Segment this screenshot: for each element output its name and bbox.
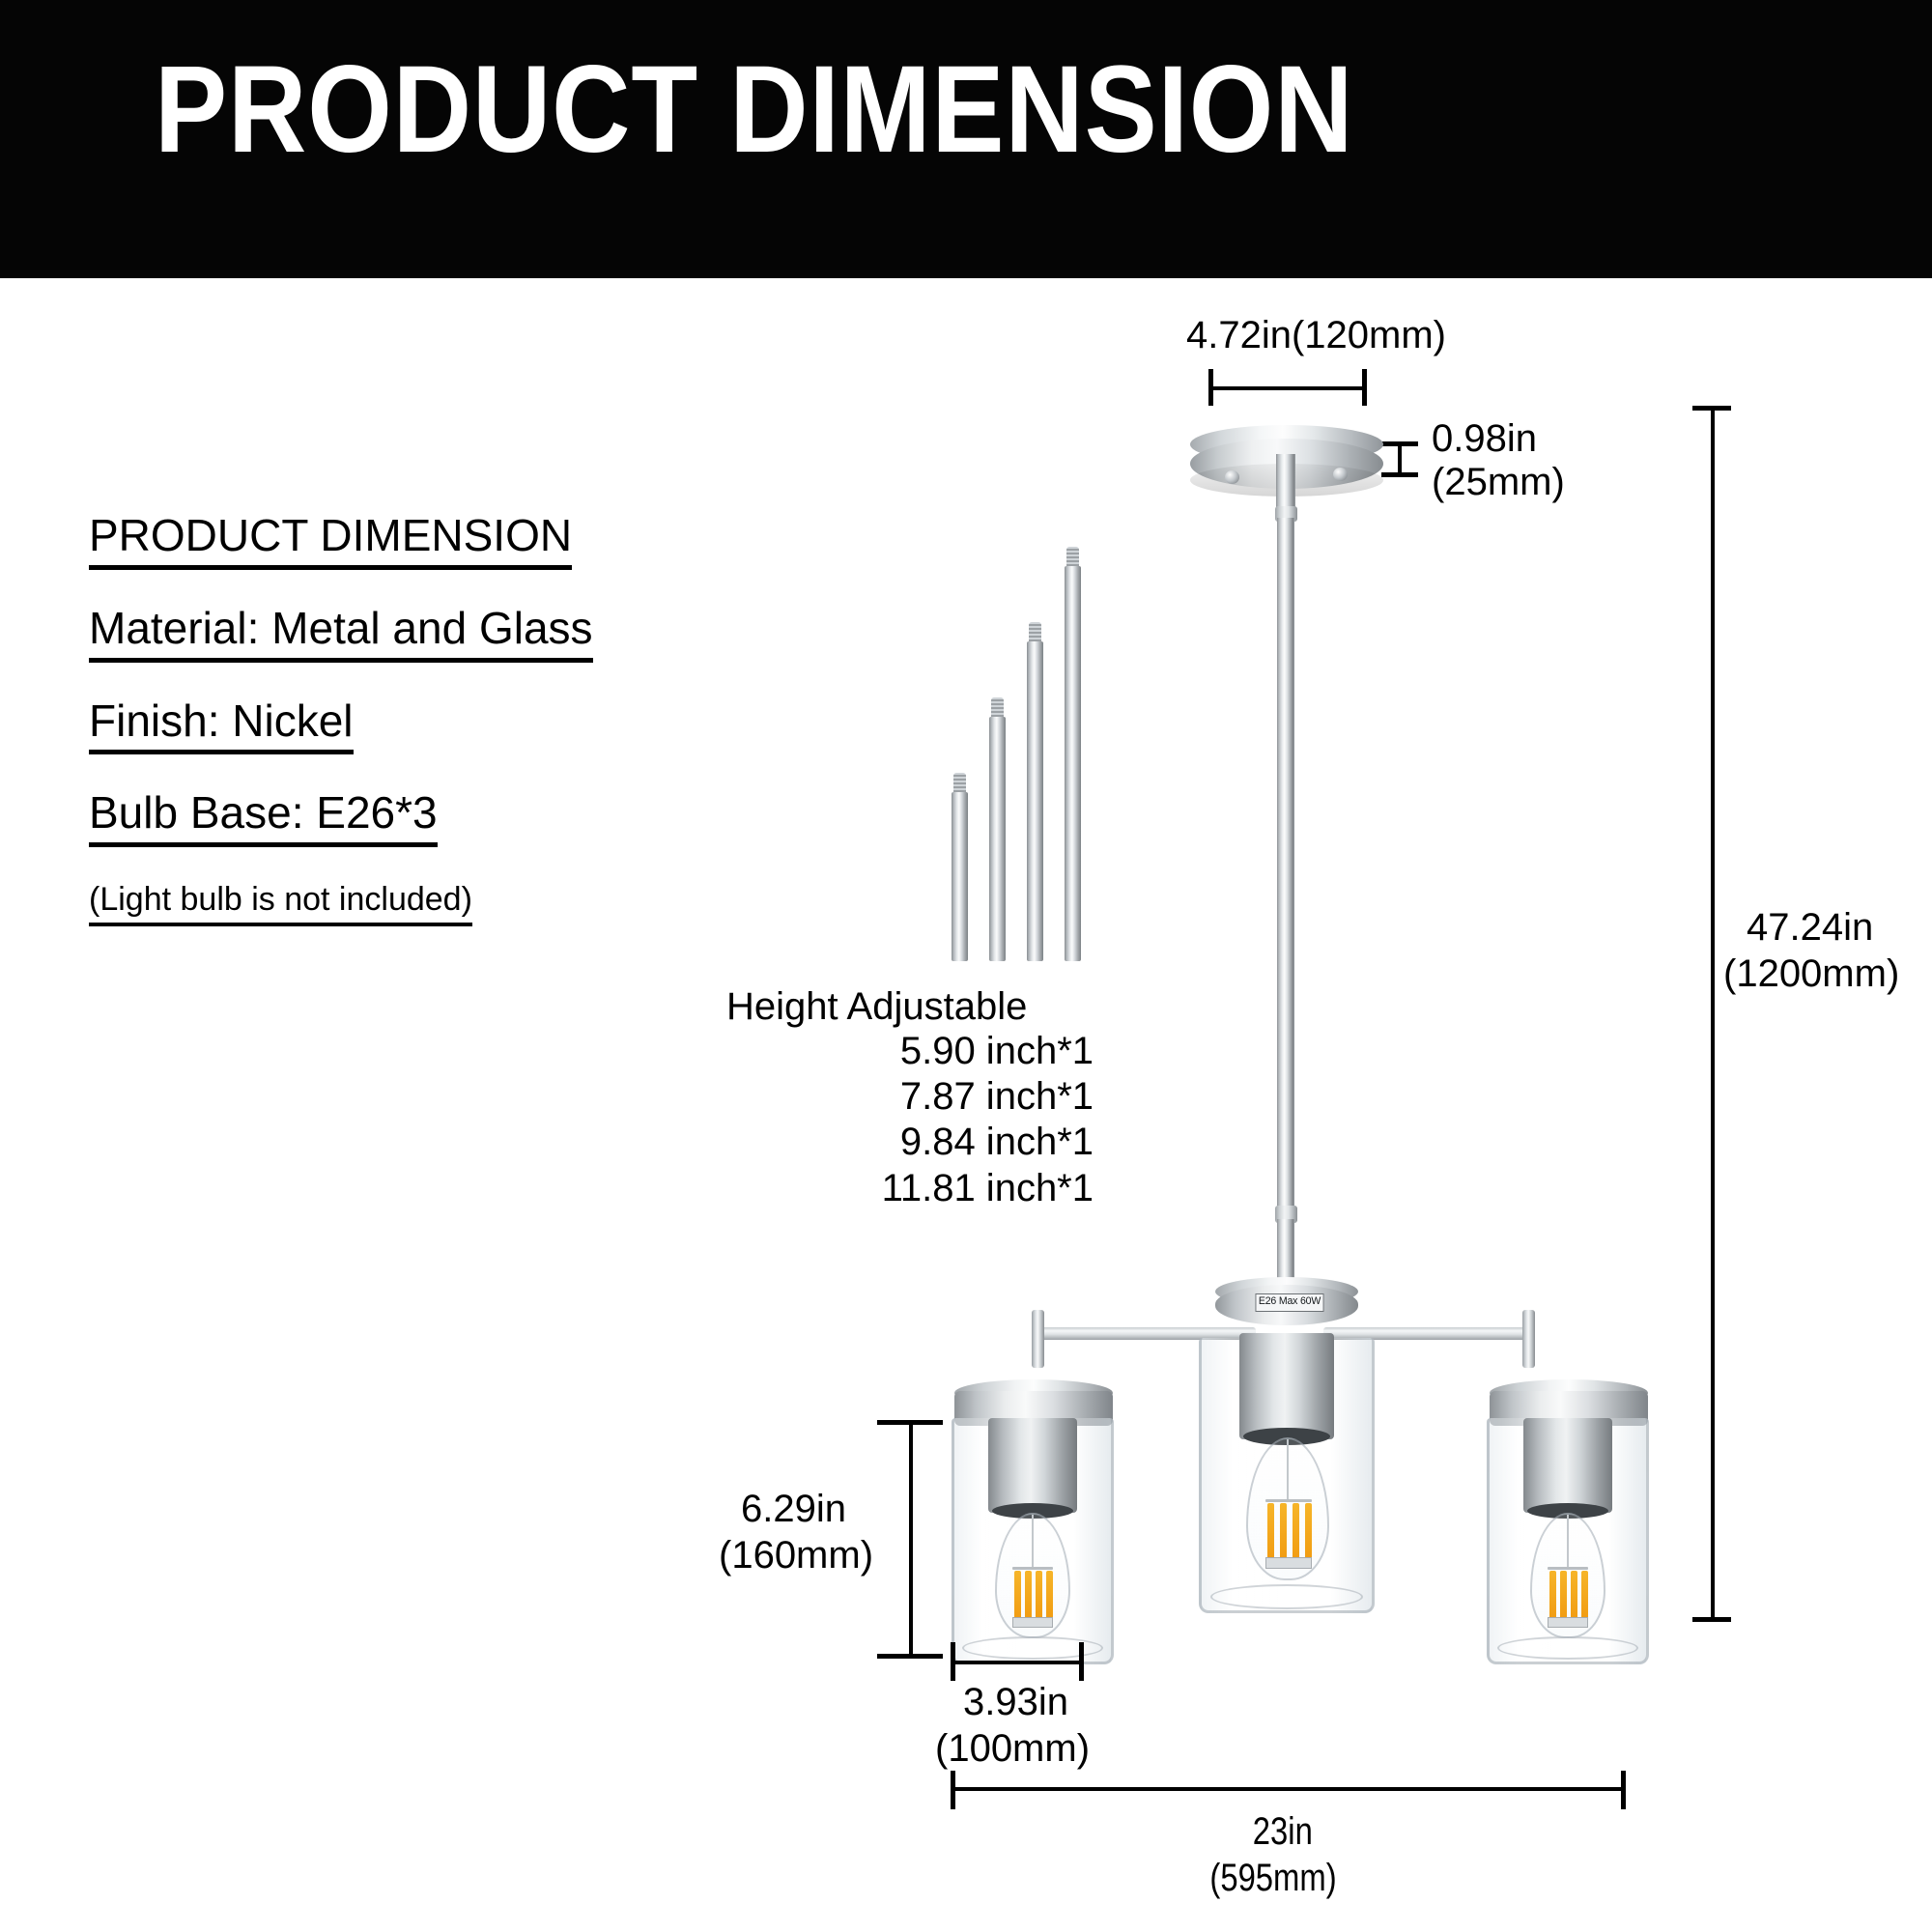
- specification-block: PRODUCT DIMENSION Material: Metal and Gl…: [89, 512, 823, 927]
- bulb-left-filament-2: [1025, 1571, 1032, 1619]
- bulb-left-filament-4: [1046, 1571, 1053, 1619]
- canopy-screw-left: [1225, 470, 1239, 484]
- rod-length-3: 9.84 inch*1: [899, 1121, 1094, 1164]
- overall-height-label-line2: (1200mm): [1723, 952, 1900, 995]
- bulb-right-filament-2: [1560, 1571, 1567, 1619]
- downrod-upper-segment: [1276, 454, 1295, 510]
- bulb-center-stem: [1287, 1439, 1289, 1501]
- shade-center-socket: [1239, 1333, 1334, 1439]
- shade-height-cap-bottom: [877, 1654, 943, 1659]
- overall-width-line: [952, 1787, 1623, 1791]
- shade-left-socket-base: [992, 1503, 1073, 1519]
- shade-height-cap-top: [877, 1420, 943, 1425]
- downrod-main-segment: [1277, 518, 1294, 1213]
- overall-width-label-line1: 23in: [1252, 1810, 1313, 1853]
- bulb-left-filament-holder: [1012, 1567, 1053, 1570]
- spec-finish: Finish: Nickel: [89, 696, 354, 755]
- extension-rod-1-tip: [953, 773, 966, 796]
- arm-right-drop-stem: [1522, 1310, 1535, 1368]
- extension-rod-3-tip: [1029, 622, 1041, 645]
- rod-length-1: 5.90 inch*1: [899, 1030, 1094, 1072]
- extension-rod-4-tip: [1066, 547, 1079, 570]
- canopy-diameter-label: 4.72in(120mm): [1186, 314, 1447, 356]
- shade-right-socket-base: [1527, 1503, 1608, 1519]
- center-hub: E26 Max 60W: [1215, 1277, 1358, 1331]
- page-title: PRODUCT DIMENSION: [155, 41, 1354, 179]
- canopy-diameter-line: [1210, 386, 1365, 390]
- shade-right-socket: [1523, 1418, 1612, 1513]
- bulb-left-stem: [1032, 1515, 1034, 1569]
- height-adjustable-heading: Height Adjustable: [726, 985, 1028, 1028]
- spec-material: Material: Metal and Glass: [89, 604, 593, 663]
- rod-length-2: 7.87 inch*1: [899, 1075, 1094, 1119]
- bulb-center-filament-2: [1280, 1503, 1287, 1559]
- spec-note: (Light bulb is not included): [89, 882, 472, 927]
- spec-heading: PRODUCT DIMENSION: [89, 512, 573, 570]
- shade-width-label-line2: (100mm): [935, 1727, 1091, 1770]
- arm-left-drop-stem: [1032, 1310, 1044, 1368]
- arm-right-horizontal: [1323, 1327, 1534, 1340]
- bulb-center-filament-holder: [1265, 1499, 1312, 1502]
- shade-width-line: [952, 1661, 1083, 1664]
- canopy-diameter-tick-right: [1362, 369, 1367, 406]
- header-banner: PRODUCT DIMENSION: [0, 0, 1932, 278]
- canopy-diameter-tick-left: [1208, 369, 1213, 406]
- shade-height-line: [909, 1422, 913, 1659]
- arm-left-horizontal: [1032, 1327, 1256, 1340]
- canopy-height-cap-top: [1381, 441, 1418, 446]
- bulb-right-filament-base: [1548, 1617, 1588, 1628]
- canopy-height-line: [1398, 443, 1402, 474]
- canopy-height-label-line1: 0.98in: [1432, 417, 1537, 460]
- overall-height-cap-top: [1692, 406, 1731, 411]
- canopy-height-cap-bottom: [1381, 472, 1418, 477]
- bulb-left-filament-1: [1014, 1571, 1021, 1619]
- bulb-right-filament-holder: [1548, 1567, 1588, 1570]
- rod-length-4: 11.81 inch*1: [881, 1166, 1094, 1209]
- bulb-left-filament-3: [1036, 1571, 1042, 1619]
- overall-width-label-line2: (595mm): [1209, 1857, 1337, 1899]
- socket-rating-label: E26 Max 60W: [1255, 1293, 1324, 1312]
- extension-rod-4: [1065, 566, 1081, 961]
- canopy-screw-right: [1333, 468, 1348, 481]
- shade-height-label-line1: 6.29in: [741, 1488, 846, 1530]
- extension-rod-2: [989, 717, 1006, 961]
- shade-width-tick-left: [951, 1642, 955, 1681]
- shade-left-socket: [988, 1418, 1077, 1513]
- overall-width-tick-right: [1621, 1771, 1626, 1809]
- overall-height-label-line1: 47.24in: [1747, 906, 1874, 949]
- bulb-center-filament-base: [1265, 1557, 1312, 1569]
- overall-height-line: [1711, 409, 1715, 1621]
- height-adjustable-rod-list: 5.90 inch*1 7.87 inch*1 9.84 inch*1 11.8…: [726, 1029, 1094, 1211]
- bulb-right-filament-4: [1581, 1571, 1588, 1619]
- bulb-left-filament-base: [1012, 1617, 1053, 1628]
- bulb-right-stem: [1567, 1515, 1569, 1569]
- spec-bulb-base: Bulb Base: E26*3: [89, 789, 438, 847]
- canopy-height-label-line2: (25mm): [1432, 461, 1565, 503]
- bulb-right-filament-3: [1571, 1571, 1577, 1619]
- shade-height-label-line2: (160mm): [719, 1534, 874, 1577]
- bulb-center-filament-3: [1293, 1503, 1299, 1559]
- shade-right-glass-rim: [1497, 1636, 1638, 1660]
- extension-rod-3: [1027, 641, 1043, 961]
- downrod-lower-segment: [1277, 1219, 1294, 1279]
- overall-width-tick-left: [951, 1771, 955, 1809]
- extension-rod-2-tip: [991, 697, 1004, 721]
- shade-width-tick-right: [1079, 1642, 1084, 1681]
- shade-center-glass-rim: [1210, 1584, 1363, 1609]
- bulb-center-filament-4: [1305, 1503, 1312, 1559]
- bulb-right-filament-1: [1549, 1571, 1556, 1619]
- shade-width-label-line1: 3.93in: [963, 1681, 1068, 1723]
- extension-rod-1: [952, 792, 968, 961]
- overall-height-cap-bottom: [1692, 1617, 1731, 1622]
- shade-center-socket-base: [1243, 1428, 1330, 1445]
- downrod-lower-coupler: [1275, 1206, 1297, 1223]
- bulb-center-filament-1: [1267, 1503, 1274, 1559]
